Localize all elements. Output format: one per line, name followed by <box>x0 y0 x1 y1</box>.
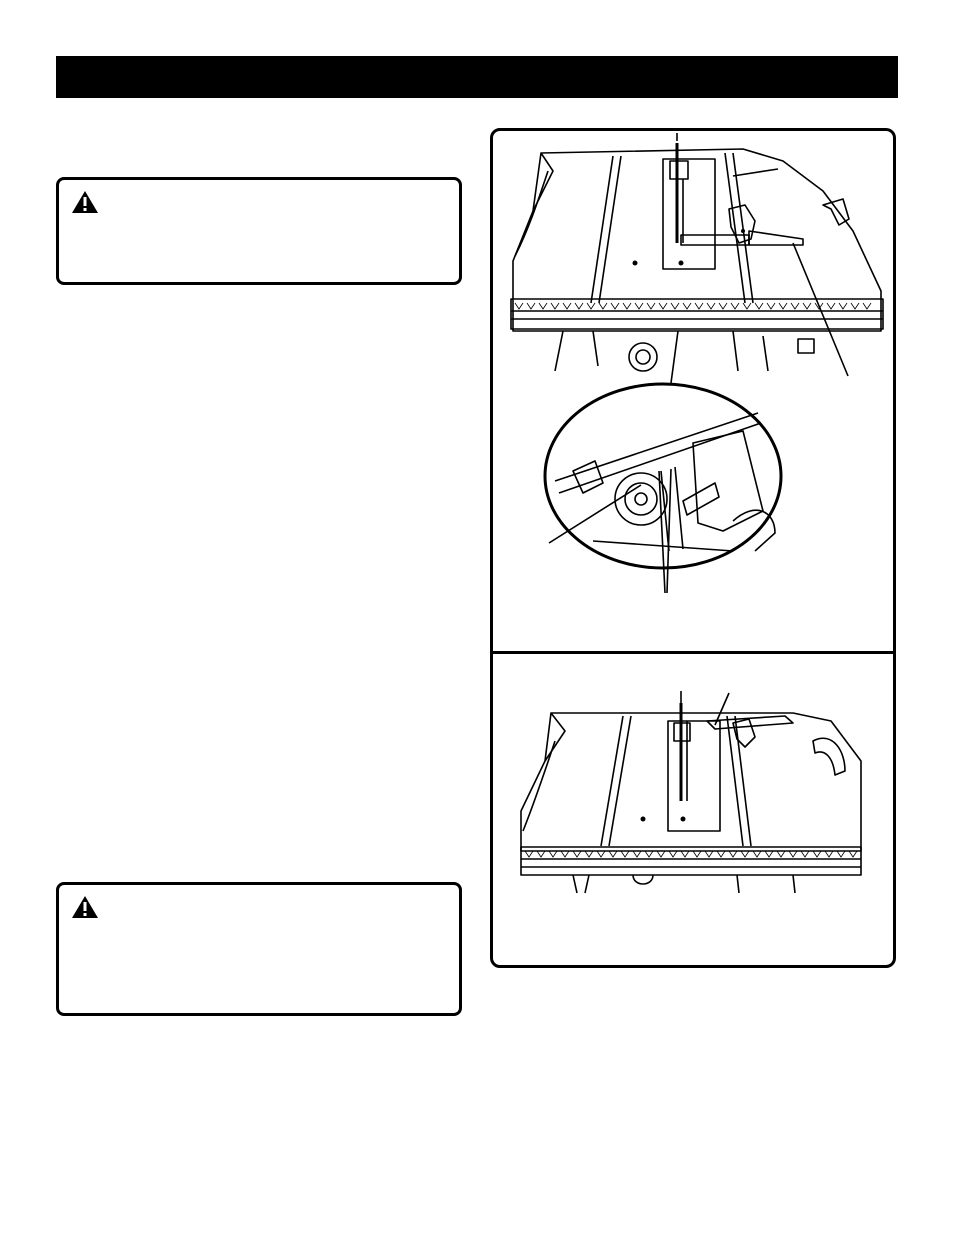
figure-divider <box>493 651 893 654</box>
warning-box <box>56 177 462 285</box>
warning-triangle-icon <box>72 191 98 213</box>
warning-box <box>56 882 462 1016</box>
figure-table-saw-blade-aligned <box>520 691 862 894</box>
figure-panel <box>490 128 896 968</box>
warning-triangle-icon <box>72 896 98 918</box>
section-header-bar <box>56 56 898 98</box>
figure-table-saw-square-check <box>510 133 884 594</box>
